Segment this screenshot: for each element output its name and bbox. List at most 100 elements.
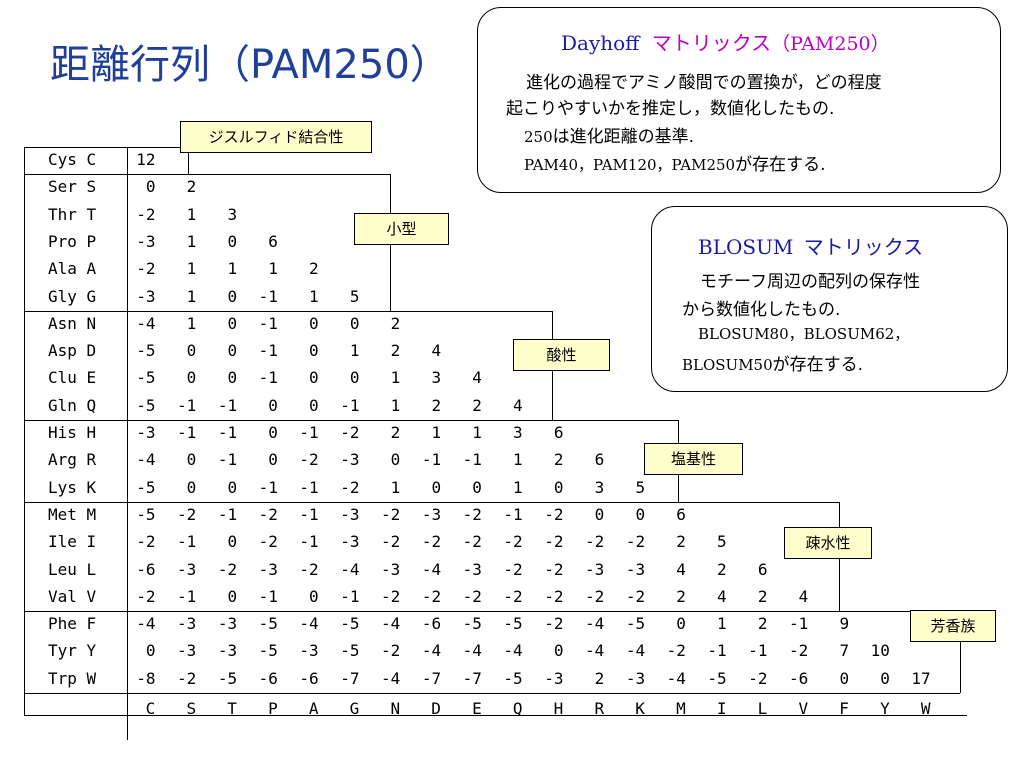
matrix-cell: -1: [340, 586, 360, 606]
matrix-cell: 0: [839, 668, 850, 688]
matrix-cell: 0: [227, 231, 238, 251]
matrix-cell: -3: [544, 668, 564, 688]
row-label: Ala A: [48, 259, 97, 279]
matrix-cell: -2: [258, 504, 278, 524]
matrix-bottom-line: [127, 715, 967, 716]
matrix-cell: -2: [381, 586, 401, 606]
matrix-cell: -1: [503, 504, 523, 524]
matrix-cell: 0: [227, 532, 238, 552]
column-label: Y: [880, 699, 890, 718]
row-label: Arg R: [48, 450, 97, 470]
matrix-cell: -2: [136, 259, 156, 279]
matrix-cell: 0: [309, 341, 319, 361]
column-label: T: [227, 699, 237, 718]
matrix-cell: -3: [217, 614, 238, 634]
matrix-cell: 2: [757, 586, 768, 606]
matrix-cell: 1: [186, 204, 197, 224]
matrix-cell: -2: [299, 450, 319, 470]
matrix-cell: -4: [666, 668, 686, 688]
matrix-cell: -1: [258, 313, 278, 333]
matrix-cell: -4: [340, 559, 360, 579]
matrix-cell: 0: [227, 341, 238, 361]
matrix-cell: -5: [136, 368, 156, 388]
matrix-cell: 2: [309, 259, 319, 279]
matrix-cell: 9: [839, 614, 850, 634]
matrix-cell: -1: [258, 368, 278, 388]
matrix-cell: -3: [177, 559, 197, 579]
group-right-border: [960, 611, 961, 693]
group-top-border: [24, 501, 839, 503]
matrix-cell: 0: [227, 286, 238, 306]
matrix-cell: -3: [381, 559, 401, 579]
matrix-cell: -1: [217, 423, 238, 442]
matrix-cell: -1: [258, 586, 278, 606]
matrix-cell: -2: [625, 586, 646, 606]
column-label: F: [839, 699, 849, 718]
matrix-cell: 6: [757, 559, 768, 579]
matrix-cell: -2: [544, 614, 564, 634]
matrix-cell: -4: [381, 668, 401, 688]
matrix-cell: -1: [299, 532, 319, 552]
matrix-cell: -1: [258, 477, 278, 497]
matrix-cell: -1: [789, 614, 809, 634]
matrix-cell: -5: [136, 395, 156, 415]
row-label: His H: [48, 423, 97, 442]
matrix-cell: -1: [177, 586, 197, 606]
column-label: P: [268, 699, 278, 718]
matrix-cell: -1: [462, 450, 482, 470]
matrix-cell: 0: [390, 450, 401, 470]
matrix-cell: -4: [585, 614, 605, 634]
matrix-left-divider: [127, 147, 128, 740]
row-label: Tyr Y: [48, 641, 97, 661]
group-top-border: [24, 420, 678, 421]
matrix-cell: -3: [585, 559, 605, 579]
matrix-cell: 0: [227, 586, 238, 606]
group-bottom-border: [24, 693, 960, 694]
matrix-cell: 1: [227, 259, 238, 279]
matrix-cell: 2: [186, 177, 197, 197]
matrix-cell: -2: [462, 586, 482, 606]
matrix-cell: 0: [309, 586, 319, 606]
matrix-cell: 2: [757, 614, 768, 634]
matrix-cell: 1: [431, 423, 442, 442]
row-label: Trp W: [48, 668, 97, 688]
dayhoff-line-4-text: が存在する.: [735, 155, 826, 175]
column-label: G: [349, 699, 360, 718]
matrix-cell: -1: [177, 423, 197, 442]
matrix-cell: 1: [186, 259, 197, 279]
column-label: W: [920, 699, 931, 718]
matrix-cell: -2: [136, 204, 156, 224]
column-label: C: [145, 699, 156, 718]
matrix-cell: 1: [390, 395, 401, 415]
matrix-cell: 0: [553, 477, 564, 497]
matrix-cell: 2: [390, 423, 401, 442]
matrix-cell: 1: [186, 286, 197, 306]
matrix-cell: -1: [177, 395, 197, 415]
column-label: R: [594, 699, 605, 718]
matrix-cell: 0: [309, 395, 319, 415]
matrix-cell: -1: [421, 450, 442, 470]
matrix-cell: 0: [309, 368, 319, 388]
row-label: Pro P: [48, 231, 97, 251]
matrix-cell: -4: [421, 559, 442, 579]
matrix-cell: -4: [625, 641, 646, 661]
matrix-cell: 4: [431, 341, 442, 361]
column-label: N: [390, 699, 401, 718]
matrix-cell: -2: [503, 559, 523, 579]
matrix-cell: -2: [421, 532, 442, 552]
matrix-cell: 1: [390, 368, 401, 388]
tag-aromatic: 芳香族: [910, 610, 996, 642]
matrix-cell: 2: [676, 586, 686, 606]
matrix-cell: -1: [258, 286, 278, 306]
matrix-cell: -1: [299, 477, 319, 497]
matrix-cell: 10: [870, 641, 890, 661]
column-label: S: [186, 699, 197, 718]
matrix-cell: -3: [340, 532, 360, 552]
group-right-border: [188, 147, 189, 175]
blosum-line-3-latin: BLOSUM80，BLOSUM62，: [698, 325, 910, 343]
column-label: M: [676, 699, 686, 718]
matrix-cell: -3: [340, 450, 360, 470]
matrix-cell: -5: [503, 614, 523, 634]
blosum-line-4-latin: BLOSUM50: [682, 356, 773, 374]
tag-basic: 塩基性: [644, 443, 743, 475]
